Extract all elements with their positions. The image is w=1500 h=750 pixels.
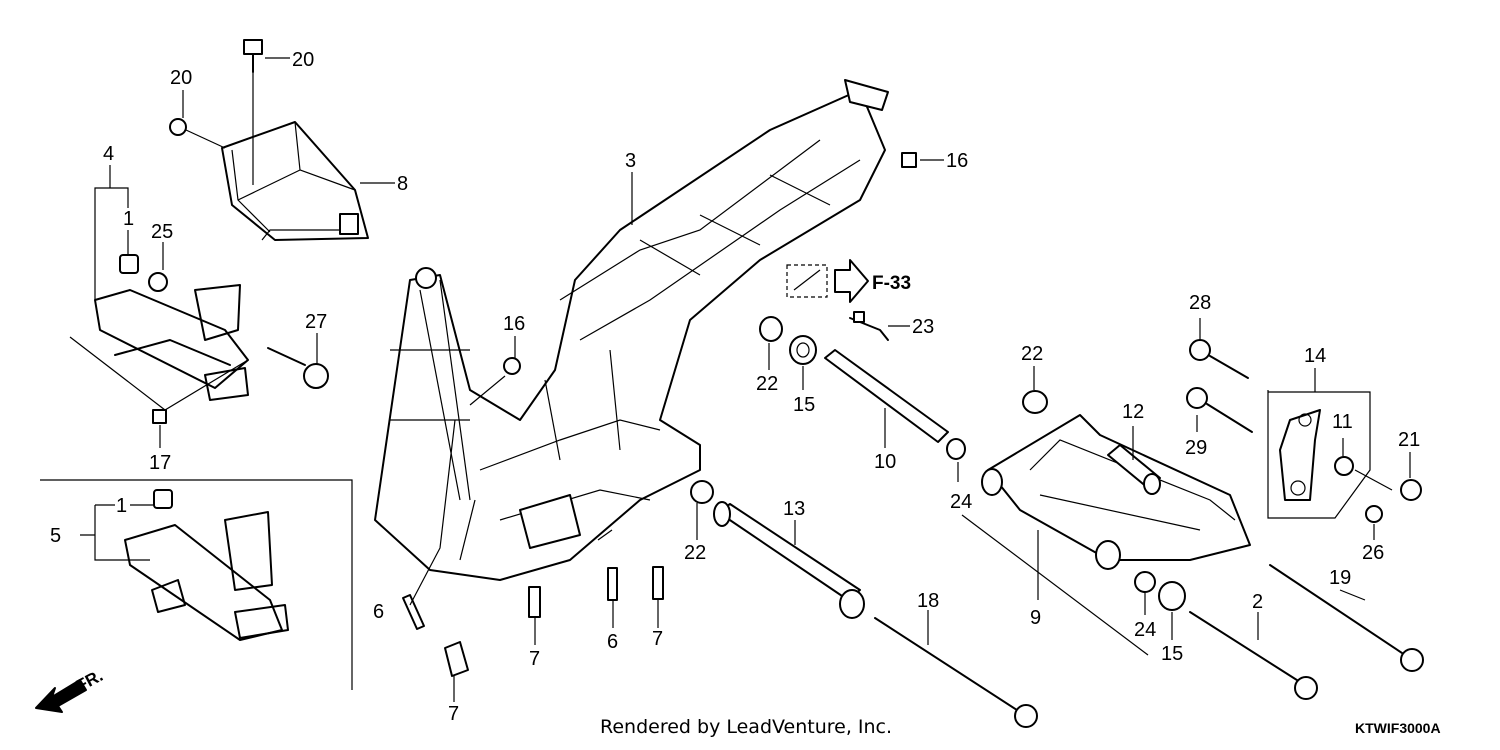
swing-arm-part[interactable]	[981, 414, 1251, 570]
engine-hanger-part[interactable]	[94, 272, 249, 401]
nut-part[interactable]	[901, 152, 917, 168]
callout-18: 18	[917, 590, 939, 612]
callout-10: 10	[874, 451, 896, 473]
nut-part[interactable]	[1400, 479, 1422, 501]
battery-box-part[interactable]	[221, 121, 369, 241]
callout-27: 27	[305, 311, 327, 333]
bolt-part[interactable]	[1189, 339, 1249, 379]
pivot-collar-part[interactable]	[824, 349, 949, 443]
sleeve-part[interactable]	[1107, 444, 1161, 495]
pivot-shaft-part[interactable]	[713, 501, 865, 619]
collar-part[interactable]	[1022, 390, 1048, 414]
tube-part[interactable]	[444, 641, 469, 677]
nut-part[interactable]	[503, 357, 521, 375]
tube-part[interactable]	[652, 566, 664, 600]
callout-20: 20	[292, 49, 314, 71]
callout-19: 19	[1329, 567, 1351, 589]
callout-2: 2	[1252, 591, 1263, 613]
bearing-part[interactable]	[946, 438, 966, 460]
dust-seal-part[interactable]	[1158, 581, 1186, 611]
dust-seal-part[interactable]	[789, 335, 817, 365]
callout-7: 7	[652, 628, 663, 650]
callout-22: 22	[1021, 343, 1043, 365]
bolt-part[interactable]	[1186, 387, 1253, 433]
clip-part[interactable]	[849, 311, 889, 341]
main-frame-part[interactable]	[374, 79, 889, 581]
callout-6: 6	[373, 601, 384, 623]
callout-1: 1	[116, 495, 127, 517]
pin-part[interactable]	[402, 594, 425, 630]
callout-24: 24	[1134, 619, 1156, 641]
callout-13: 13	[783, 498, 805, 520]
callout-20: 20	[170, 67, 192, 89]
callout-5: 5	[50, 525, 61, 547]
callout-4: 4	[103, 143, 114, 165]
tube-part[interactable]	[528, 586, 541, 618]
callout-9: 9	[1030, 607, 1041, 629]
bolt-part[interactable]	[1189, 611, 1318, 700]
callout-16: 16	[503, 313, 525, 335]
collar-part[interactable]	[759, 316, 783, 342]
pin-part[interactable]	[607, 567, 618, 601]
callout-23: 23	[912, 316, 934, 338]
callout-16: 16	[946, 150, 968, 172]
callout-8: 8	[397, 173, 408, 195]
callout-3: 3	[625, 150, 636, 172]
callout-21: 21	[1398, 429, 1420, 451]
bolt-part[interactable]	[243, 39, 263, 185]
callout-29: 29	[1185, 437, 1207, 459]
callout-7: 7	[448, 703, 459, 725]
bearing-part[interactable]	[1134, 571, 1156, 593]
bolt-part[interactable]	[267, 347, 329, 389]
bushing-part[interactable]	[119, 254, 139, 274]
nut-part[interactable]	[152, 409, 167, 424]
reference-arrow[interactable]: F-33	[786, 259, 911, 303]
bolt-part[interactable]	[874, 617, 1038, 728]
engine-hanger-variant-part[interactable]	[124, 489, 289, 641]
link-part[interactable]	[1279, 409, 1321, 501]
callout-15: 15	[793, 394, 815, 416]
callout-24: 24	[950, 491, 972, 513]
callout-12: 12	[1122, 401, 1144, 423]
collar-part[interactable]	[690, 480, 714, 504]
callout-17: 17	[149, 452, 171, 474]
callout-14: 14	[1304, 345, 1326, 367]
callout-22: 22	[684, 542, 706, 564]
callout-22: 22	[756, 373, 778, 395]
callout-labels: 20 20 8 4 1 25 27 17 1 5 16 3 16 23 22 1…	[50, 49, 1420, 725]
collar-part[interactable]	[1334, 456, 1354, 476]
bolt-part[interactable]	[169, 118, 226, 149]
credit-text: Rendered by LeadVenture, Inc.	[600, 716, 892, 738]
callout-11: 11	[1332, 411, 1353, 433]
front-direction-arrow: FR.	[35, 666, 106, 713]
reference-label: F-33	[872, 273, 911, 294]
callout-26: 26	[1362, 542, 1384, 564]
callout-1: 1	[123, 208, 134, 230]
callout-6: 6	[607, 631, 618, 653]
callout-25: 25	[151, 221, 173, 243]
bolt-part[interactable]	[1269, 564, 1424, 672]
callout-7: 7	[529, 648, 540, 670]
callout-15: 15	[1161, 643, 1183, 665]
diagram-code: KTWIF3000A	[1355, 720, 1441, 736]
washer-part[interactable]	[1365, 505, 1383, 523]
leader-lines	[69, 57, 1411, 702]
callout-28: 28	[1189, 292, 1211, 314]
